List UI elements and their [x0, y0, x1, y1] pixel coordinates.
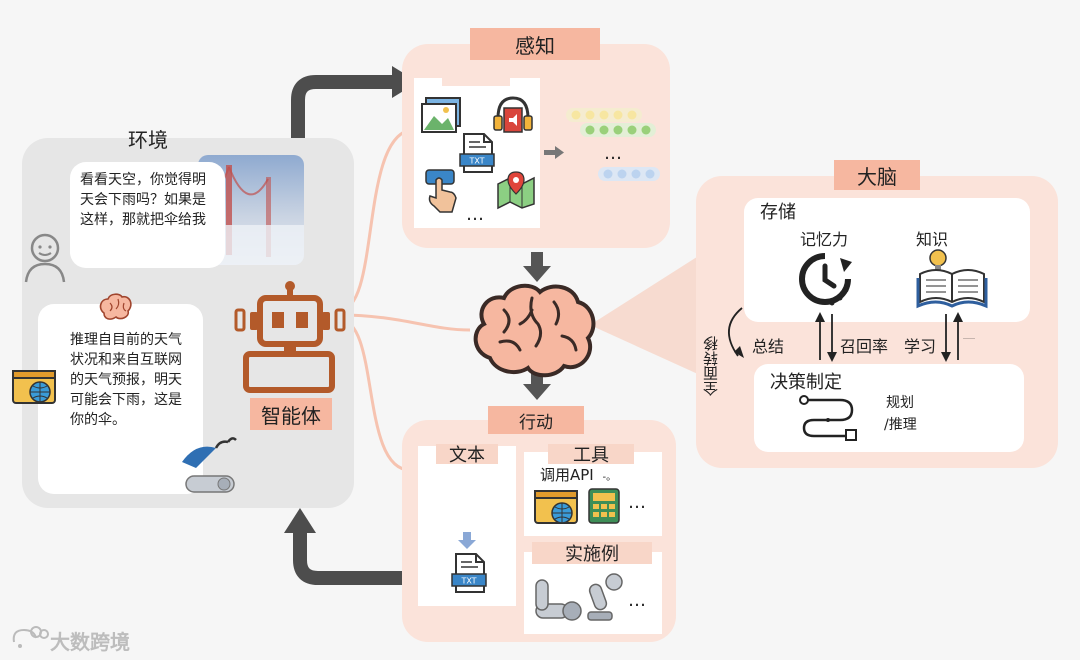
- memory-clock-icon: [799, 253, 852, 306]
- watermark-logo-icon: [12, 626, 49, 648]
- calculator-tool-icon: [588, 488, 620, 524]
- central-brain-icon: [473, 283, 596, 378]
- robot-agent-icon: [234, 281, 346, 393]
- txt-output-file-icon: TXT: [451, 553, 487, 593]
- touch-hand-icon: [425, 169, 457, 213]
- perception-input-tab: [442, 68, 510, 86]
- tools-label: 工具: [548, 444, 634, 466]
- token-dots: [566, 108, 660, 181]
- embodied-label: 实施例: [532, 542, 652, 565]
- headphones-audio-icon: [493, 96, 533, 133]
- action-title: 行动: [488, 406, 584, 434]
- storage-label: 存储: [760, 202, 796, 223]
- svg-text:TXT: TXT: [460, 577, 476, 586]
- txt-file-icon: TXT: [459, 133, 495, 173]
- umbrella-robot-arm-icon: [182, 437, 237, 493]
- map-location-icon: [497, 171, 535, 210]
- transfer-label: 全面转移: [702, 336, 720, 396]
- planning-path-icon: [799, 395, 857, 441]
- summarize-label: 总结: [752, 337, 785, 356]
- image-gallery-icon: [421, 97, 461, 133]
- robot-leg-icon: [587, 573, 623, 621]
- perception-inputs-ellipsis: …: [466, 204, 486, 225]
- human-user-icon: [24, 233, 66, 283]
- reason-label: /推理: [884, 417, 917, 433]
- download-arrow-icon: [458, 532, 476, 549]
- brain-title: 大脑: [834, 160, 920, 190]
- browser-globe-icon: [12, 370, 56, 404]
- recall-label: 召回率: [840, 337, 889, 356]
- learn-label: 学习: [904, 337, 937, 356]
- knowledge-label: 知识: [916, 230, 949, 249]
- agent-answer-text: 推理自目前的天气状况和来自互联网的天气预报，明天可能会下雨，这是你的伞。: [70, 332, 182, 428]
- storage-decision-arrows: [728, 307, 963, 362]
- svg-text:TXT: TXT: [468, 157, 484, 166]
- brain-to-action-arrow: [523, 384, 551, 400]
- agent-label: 智能体: [250, 398, 332, 430]
- api-call-label: 调用API -。: [540, 466, 617, 484]
- knowledge-book-icon: [916, 249, 988, 309]
- agent-answer-bubble: 推理自目前的天气状况和来自互联网的天气预报，明天可能会下雨，这是你的伞。: [38, 304, 203, 494]
- embodied-ellipsis: …: [628, 590, 648, 611]
- memory-label: 记忆力: [800, 230, 849, 249]
- brain-beam: [590, 255, 700, 375]
- token-ellipsis: …: [604, 143, 624, 164]
- tiny-note: ……: [963, 334, 975, 341]
- plan-label: 规划: [886, 395, 914, 411]
- tools-ellipsis: …: [628, 492, 648, 513]
- decision-box: [754, 364, 1024, 452]
- agent-brain-curve: [339, 313, 471, 332]
- perception-to-brain-arrow: [523, 266, 551, 282]
- browser-globe-tool-icon: [534, 490, 578, 524]
- action-to-env-arrow: [293, 530, 402, 585]
- human-question-text: 看看天空，你觉得明天会下雨吗？如果是这样，那就把伞给我: [80, 172, 206, 228]
- text-output-label: 文本: [436, 444, 498, 466]
- encode-arrow: [544, 146, 564, 159]
- watermark-text: 大数跨境: [50, 630, 130, 654]
- environment-title: 环境: [128, 128, 168, 152]
- robot-arm-icon: [535, 579, 582, 621]
- small-brain-icon: [99, 293, 132, 320]
- perception-title: 感知: [470, 28, 600, 60]
- human-question-bubble: 看看天空，你觉得明天会下雨吗？如果是这样，那就把伞给我: [70, 162, 225, 268]
- decision-label: 决策制定: [770, 372, 842, 393]
- env-to-perception-arrow: [291, 75, 395, 140]
